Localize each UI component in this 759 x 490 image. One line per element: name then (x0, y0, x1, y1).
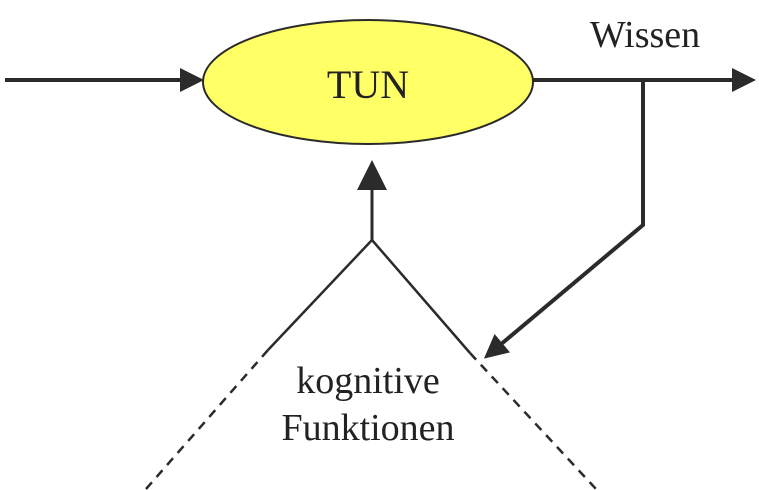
triangle-right-solid (371, 239, 471, 354)
kognitive-label: kognitive (296, 360, 440, 402)
tun-label: TUN (327, 62, 409, 107)
feedback-arrow (483, 80, 645, 359)
triangle-left-solid (267, 239, 373, 351)
wissen-label: Wissen (590, 14, 700, 56)
triangle-right-dashed (469, 352, 597, 490)
triangle-left-dashed (145, 349, 269, 490)
funktionen-label: Funktionen (281, 407, 454, 449)
